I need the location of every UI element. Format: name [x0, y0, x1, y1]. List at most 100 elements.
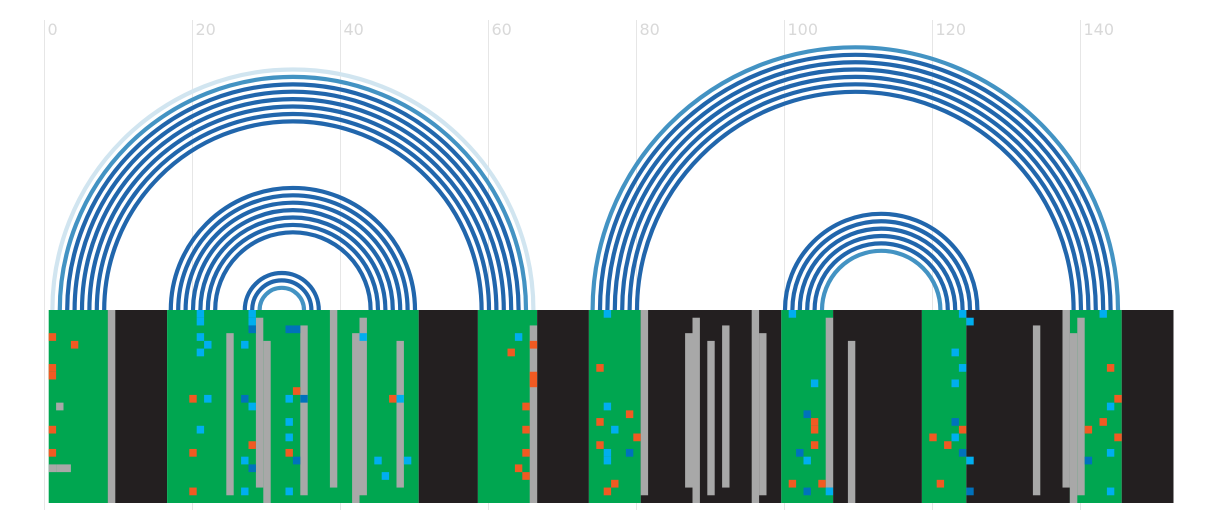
- mutation-cell: [48, 425, 57, 434]
- missing-column: [640, 310, 649, 496]
- mutation-cell: [285, 433, 293, 442]
- base-pair-arc: [102, 119, 484, 311]
- gap-region: [107, 310, 168, 503]
- mutation-cell: [241, 340, 249, 349]
- mutation-cell: [189, 487, 197, 496]
- mutation-cell: [596, 441, 604, 449]
- x-tick-label: 60: [492, 20, 512, 39]
- mutation-cell: [1106, 402, 1115, 411]
- mutation-cell: [359, 333, 367, 341]
- base-pair-arc: [176, 193, 410, 311]
- mutation-cell: [56, 464, 64, 473]
- base-pair-arc: [634, 89, 1076, 311]
- base-pair-arc: [79, 97, 506, 311]
- mutation-cell: [633, 433, 641, 442]
- mutation-cell: [803, 456, 811, 465]
- mutation-cell: [248, 317, 256, 326]
- mutation-cell: [1084, 456, 1093, 465]
- mutation-cell: [944, 441, 952, 449]
- gap-region: [1121, 310, 1174, 503]
- mutation-cell: [529, 379, 538, 388]
- mutation-cell: [196, 425, 205, 434]
- mutation-cell: [803, 410, 811, 419]
- mutation-cell: [522, 425, 530, 434]
- mutation-cell: [951, 418, 959, 426]
- mutation-cell: [951, 379, 959, 388]
- mutation-cell: [1106, 487, 1115, 496]
- base-pair-arc: [597, 52, 1113, 311]
- base-pair-arcs: [50, 45, 1121, 311]
- conserved-region: [588, 310, 641, 503]
- mutation-cell: [389, 394, 397, 403]
- gap-region: [833, 310, 922, 503]
- mutation-cell: [248, 402, 256, 411]
- mutation-cell: [48, 448, 57, 457]
- mutation-cell: [248, 310, 256, 318]
- conserved-region: [167, 310, 419, 503]
- base-pair-arc: [87, 104, 499, 311]
- mutation-cell: [248, 325, 256, 334]
- mutation-cell: [204, 394, 212, 403]
- mutation-cell: [966, 487, 974, 496]
- mutation-cell: [70, 340, 79, 349]
- mutation-cell: [936, 479, 945, 488]
- x-tick-label: 120: [936, 20, 967, 39]
- x-tick-label: 40: [344, 20, 364, 39]
- gap-region: [966, 310, 1070, 503]
- mutation-cell: [248, 464, 256, 473]
- alignment-heatmap: [48, 310, 1174, 503]
- conserved-region: [921, 310, 967, 503]
- missing-column: [1077, 317, 1085, 496]
- mutation-cell: [300, 394, 308, 403]
- missing-column: [1032, 325, 1041, 496]
- base-pair-arc: [797, 226, 965, 311]
- mutation-cell: [796, 448, 804, 457]
- mutation-cell: [1114, 394, 1122, 403]
- mutation-cell: [803, 487, 811, 496]
- mutation-cell: [56, 402, 64, 411]
- base-pair-arc: [198, 215, 388, 311]
- mutation-cell: [522, 472, 530, 480]
- mutation-cell: [507, 348, 515, 357]
- base-pair-arc: [782, 211, 980, 311]
- missing-column: [329, 310, 338, 488]
- mutation-cell: [529, 371, 538, 380]
- mutation-cell: [625, 410, 634, 419]
- missing-column: [751, 310, 760, 503]
- mutation-cell: [1099, 310, 1107, 318]
- mutation-cell: [292, 387, 301, 395]
- mutation-cell: [810, 425, 819, 434]
- base-pair-arc: [805, 233, 958, 311]
- mutation-cell: [522, 448, 530, 457]
- missing-column: [352, 333, 360, 503]
- mutation-cell: [396, 394, 404, 403]
- mutation-cell: [374, 456, 382, 465]
- mutation-cell: [603, 456, 612, 465]
- mutation-cell: [285, 325, 293, 334]
- mutation-cell: [625, 448, 634, 457]
- base-pair-arc: [242, 270, 321, 311]
- base-pair-arc: [605, 60, 1106, 311]
- mutation-cell: [248, 441, 256, 449]
- mutation-cell: [810, 441, 819, 449]
- missing-column: [825, 317, 834, 488]
- mutation-cell: [285, 394, 293, 403]
- missing-column: [359, 317, 367, 496]
- base-pair-arc: [50, 67, 536, 311]
- mutation-cell: [958, 364, 967, 372]
- mutation-cell: [292, 456, 301, 465]
- mutation-cell: [196, 317, 205, 326]
- base-pair-arc: [812, 241, 950, 311]
- mutation-cell: [810, 379, 819, 388]
- x-tick-label: 0: [48, 20, 58, 39]
- mutation-cell: [403, 456, 412, 465]
- missing-column: [722, 325, 730, 488]
- mutation-cell: [292, 325, 301, 334]
- mutation-cell: [48, 333, 57, 341]
- mutation-cell: [966, 456, 974, 465]
- base-pair-arc: [205, 222, 381, 311]
- base-pair-arc: [250, 278, 314, 311]
- base-pair-arc: [94, 111, 492, 311]
